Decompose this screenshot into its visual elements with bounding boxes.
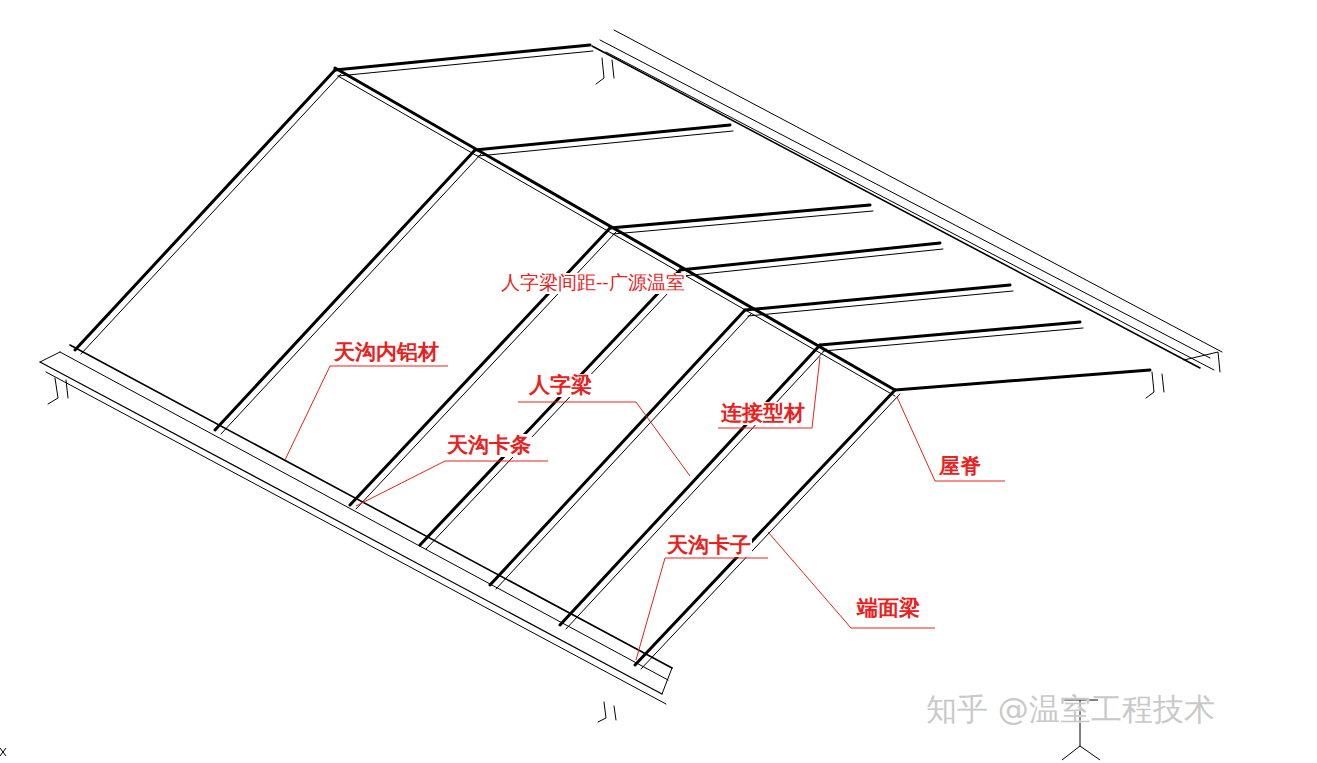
part-label: 天沟卡条 bbox=[446, 434, 532, 457]
part-label: 天沟卡子 bbox=[666, 534, 752, 557]
note-label: 人字梁间距--广源温室 bbox=[500, 273, 686, 294]
part-label: 天沟内铝材 bbox=[333, 341, 440, 364]
part-label: 端面梁 bbox=[856, 597, 921, 620]
watermark: 知乎 @温室工程技术 bbox=[925, 692, 1216, 726]
part-label: 人字梁 bbox=[528, 374, 593, 397]
part-label: 屋脊 bbox=[938, 455, 982, 478]
part-label: 连接型材 bbox=[720, 402, 806, 425]
